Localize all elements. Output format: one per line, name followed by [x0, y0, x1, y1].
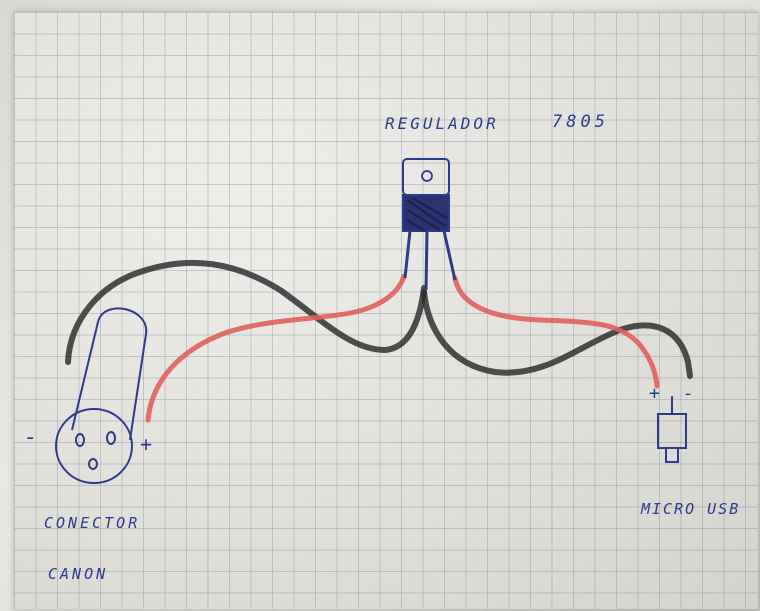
canon-negative-sign: - [24, 425, 41, 450]
usb-negative-sign: - [683, 383, 697, 404]
usb-positive-sign: + [649, 383, 663, 404]
regulator-model-label: 7805 [552, 112, 609, 132]
connector-label-line2: CANON [48, 565, 109, 583]
barrel-connector-icon [55, 307, 148, 484]
regulator-label: REGULADOR [385, 114, 499, 133]
black-wire [65, 259, 427, 365]
graph-paper-sheet [14, 12, 758, 609]
red-wire-output [452, 275, 660, 389]
canon-positive-sign: + [140, 432, 156, 456]
micro-usb-label: MICRO USB [641, 500, 741, 518]
micro-usb-connector-icon [657, 396, 687, 463]
black-wire-usb [421, 289, 693, 379]
to220-regulator-icon [402, 158, 457, 291]
connector-label-line1: CONECTOR [44, 514, 141, 532]
red-wire-input [145, 273, 407, 423]
